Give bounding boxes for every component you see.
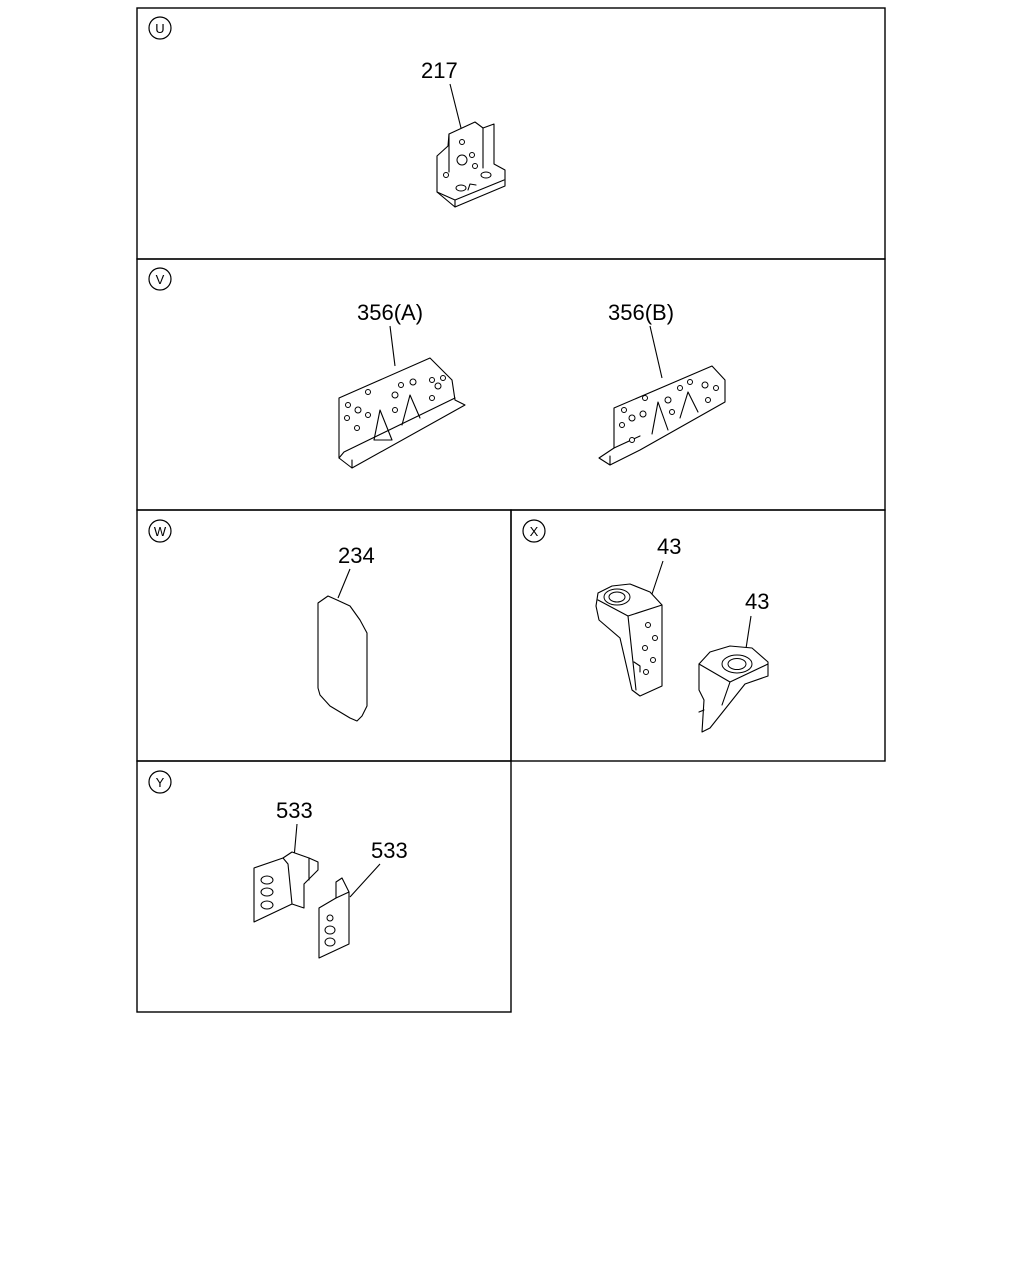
part-217-bracket	[436, 121, 506, 208]
callout-43: 43	[745, 589, 769, 614]
section-label-y: Y	[148, 770, 172, 794]
part-234-plate	[317, 595, 368, 722]
part-43-bracket-small	[698, 645, 769, 733]
part-356b-bracket	[598, 365, 726, 466]
svg-text:U: U	[155, 21, 164, 36]
callout-533: 533	[276, 798, 313, 823]
callout-43: 43	[657, 534, 681, 559]
part-533-bracket-large	[253, 851, 319, 923]
callout-356-a: 356(A)	[357, 300, 423, 325]
leader-line	[337, 568, 351, 599]
panel-u-frame	[136, 7, 886, 260]
part-533-bracket-small	[318, 877, 350, 959]
panel-u: U 217	[148, 16, 506, 208]
leader-line	[649, 325, 663, 379]
panel-v-frame	[136, 258, 886, 511]
svg-text:Y: Y	[156, 775, 165, 790]
panel-x: X 43 43	[522, 519, 769, 733]
callout-356-b: 356(B)	[608, 300, 674, 325]
panel-w: W 234	[148, 519, 375, 722]
leader-line	[349, 863, 381, 898]
svg-text:V: V	[156, 272, 165, 287]
panel-x-frame	[510, 509, 886, 762]
section-label-w: W	[148, 519, 172, 543]
panel-y-frame	[136, 760, 512, 1013]
leader-line	[649, 560, 664, 601]
section-label-v: V	[148, 267, 172, 291]
part-43-bracket-large	[595, 583, 663, 697]
svg-text:W: W	[154, 524, 167, 539]
section-label-u: U	[148, 16, 172, 40]
svg-text:X: X	[530, 524, 539, 539]
panel-v: V 356(A) 356(B)	[148, 267, 726, 469]
callout-533: 533	[371, 838, 408, 863]
leader-line	[389, 325, 396, 367]
leader-line	[449, 83, 463, 133]
callout-234: 234	[338, 543, 375, 568]
callout-217: 217	[421, 58, 458, 83]
section-label-x: X	[522, 519, 546, 543]
panel-y: Y 533 533	[148, 770, 408, 959]
part-356a-bracket	[338, 357, 466, 469]
